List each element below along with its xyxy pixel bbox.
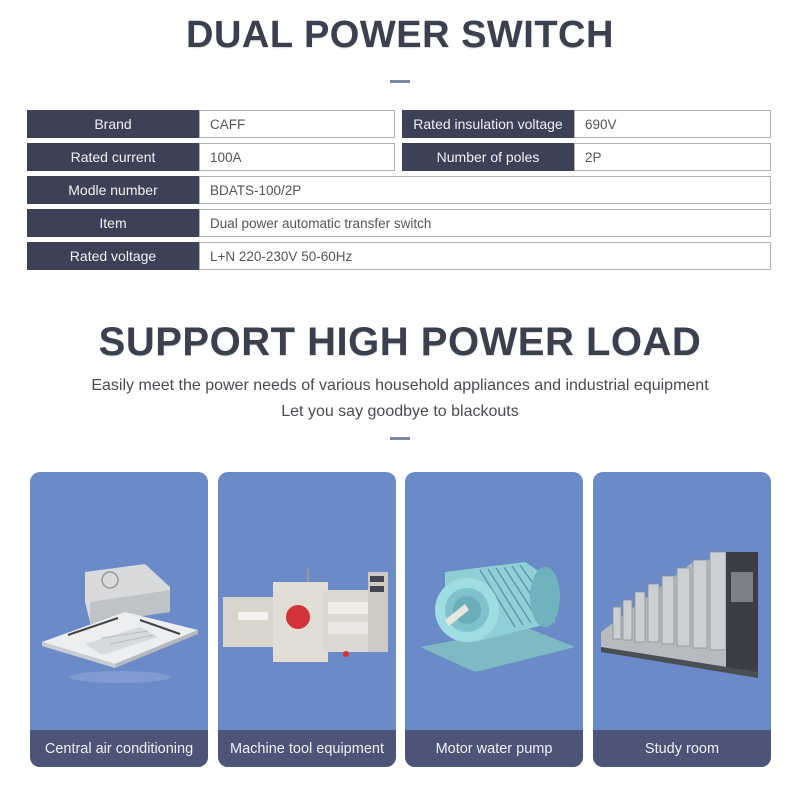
spec-value-current: 100A xyxy=(199,143,395,171)
spec-row-model: Modle number BDATS-100/2P xyxy=(27,176,771,204)
printing-press-image xyxy=(601,551,758,678)
spec-row-brand: Brand CAFF xyxy=(27,110,395,138)
section-subtitle-2: Let you say goodbye to blackouts xyxy=(281,403,519,420)
spec-value-model: BDATS-100/2P xyxy=(199,176,771,204)
application-card-air-conditioning: Central air conditioning xyxy=(30,472,208,767)
spec-row-voltage: Rated voltage L+N 220-230V 50-60Hz xyxy=(27,242,771,270)
spec-label-voltage: Rated voltage xyxy=(27,242,199,270)
spec-label-brand: Brand xyxy=(27,110,199,138)
application-card-motor-pump: Motor water pump xyxy=(405,472,583,767)
spec-row-insulation: Rated insulation voltage 690V xyxy=(402,110,771,138)
spec-row-item: Item Dual power automatic transfer switc… xyxy=(27,209,771,237)
spec-label-poles: Number of poles xyxy=(402,143,574,171)
spec-label-insulation: Rated insulation voltage xyxy=(402,110,574,138)
spec-value-voltage: L+N 220-230V 50-60Hz xyxy=(199,242,771,270)
section-subtitle-1: Easily meet the power needs of various h… xyxy=(91,377,709,394)
title-divider xyxy=(390,80,410,83)
card-caption: Machine tool equipment xyxy=(218,730,396,767)
application-card-machine-tool: Machine tool equipment xyxy=(218,472,396,767)
spec-value-insulation: 690V xyxy=(574,110,771,138)
section-divider xyxy=(390,437,410,440)
card-caption: Central air conditioning xyxy=(30,730,208,767)
card-caption: Motor water pump xyxy=(405,730,583,767)
electric-motor-image xyxy=(420,562,575,672)
application-card-study-room: Study room xyxy=(593,472,771,767)
spec-row-current: Rated current 100A xyxy=(27,143,395,171)
spec-label-current: Rated current xyxy=(27,143,199,171)
spec-label-model: Modle number xyxy=(27,176,199,204)
spec-value-brand: CAFF xyxy=(199,110,395,138)
spec-row-poles: Number of poles 2P xyxy=(402,143,771,171)
spec-value-item: Dual power automatic transfer switch xyxy=(199,209,771,237)
machine-tool-image xyxy=(223,568,388,662)
air-conditioner-image xyxy=(42,564,198,683)
card-caption: Study room xyxy=(593,730,771,767)
page-title: DUAL POWER SWITCH xyxy=(186,14,614,56)
section-title: SUPPORT HIGH POWER LOAD xyxy=(98,320,702,364)
spec-label-item: Item xyxy=(27,209,199,237)
spec-value-poles: 2P xyxy=(574,143,771,171)
